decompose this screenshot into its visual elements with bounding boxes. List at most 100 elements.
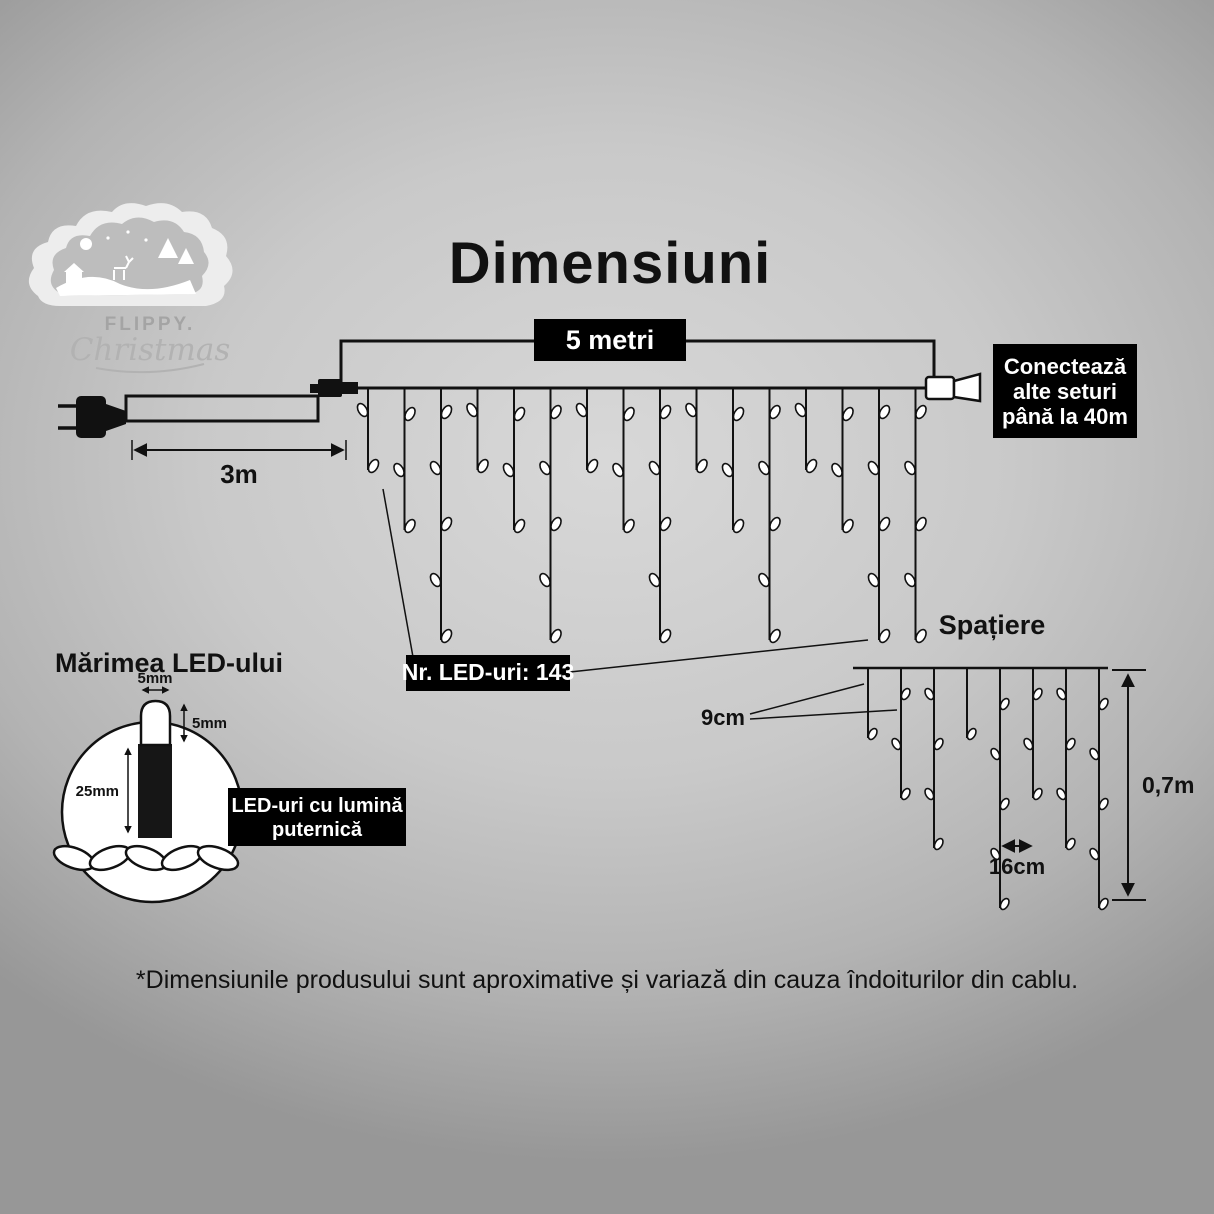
- logo-star: [144, 238, 148, 242]
- led-bulb: [1023, 737, 1034, 751]
- led-bulb: [367, 458, 380, 474]
- led-bulb: [915, 516, 927, 532]
- led-bulb: [696, 458, 708, 474]
- callout-line: [382, 488, 414, 658]
- led-bulb: [769, 628, 781, 644]
- led-bulb: [1056, 787, 1067, 801]
- led-bulb: [915, 404, 927, 420]
- led-bulb: [404, 518, 416, 534]
- led-bulb: [1065, 737, 1076, 751]
- led-bulb: [393, 462, 405, 478]
- led-bulb: [440, 404, 453, 420]
- power-plug-icon: [76, 396, 106, 438]
- inline-connector-icon: [310, 384, 320, 393]
- led-lens: [139, 699, 172, 747]
- led-bulb: [999, 797, 1010, 811]
- end-connector-icon: [924, 375, 956, 401]
- led-count-box: [406, 655, 570, 691]
- inline-connector-icon: [342, 382, 358, 394]
- main-wire-assembly: [310, 372, 982, 403]
- led-bulb: [904, 572, 916, 588]
- led-bulb: [769, 404, 781, 420]
- led-bulb: [924, 787, 935, 801]
- led-bulb: [1098, 897, 1109, 911]
- led-bulb: [900, 787, 911, 801]
- led-bulb: [575, 402, 588, 418]
- logo-scene-sky: [50, 217, 209, 296]
- led-bulb: [933, 837, 944, 851]
- led-bulb: [466, 402, 478, 418]
- led-bulb: [648, 572, 661, 588]
- spacing-section: Spațiere 9cm 16cm 0,7m: [701, 610, 1194, 911]
- lead-cable-loop: [124, 394, 320, 423]
- led-bulb: [429, 572, 442, 588]
- led-count-callout: Nr. LED-uri: 143: [382, 488, 869, 691]
- drop-height-label: 0,7m: [1142, 772, 1194, 798]
- logo-script-text: Christmas: [70, 332, 231, 368]
- end-connector-icon: [952, 372, 982, 403]
- logo-star: [106, 236, 110, 240]
- footnote: *Dimensiunile produsului sunt aproximati…: [136, 966, 1078, 994]
- logo-brand-text: FLIPPY.: [105, 314, 196, 335]
- led-bulb: [1032, 787, 1043, 801]
- logo-moon: [80, 238, 92, 250]
- twisted-cable: [52, 844, 240, 872]
- connect-note-box: [993, 344, 1137, 438]
- brand-logo: FLIPPY. Christmas: [28, 203, 233, 374]
- logo-snow-ground: [56, 276, 196, 296]
- led-note-line: puternică: [272, 819, 363, 841]
- led-bulb: [794, 402, 807, 418]
- led-bulb: [999, 697, 1010, 711]
- led-bulb: [867, 460, 880, 476]
- led-bulb: [732, 406, 745, 422]
- connect-note-line: până la 40m: [1002, 404, 1128, 429]
- led-bulb: [842, 518, 854, 534]
- led-bulb: [758, 572, 770, 588]
- drop-gap-line: [749, 683, 865, 715]
- led-bulb: [1098, 797, 1109, 811]
- led-bulb: [623, 518, 635, 534]
- led-bulb: [404, 406, 416, 422]
- led-bulb: [769, 516, 781, 532]
- led-bulb: [904, 460, 916, 476]
- led-bulb: [659, 628, 672, 644]
- led-bulb: [1089, 747, 1100, 761]
- connect-note-line: Conectează: [1004, 354, 1127, 379]
- power-lead: 3m: [58, 394, 347, 489]
- led-bulb: [648, 460, 661, 476]
- led-bulb: [612, 462, 624, 478]
- logo-house-roof: [64, 263, 84, 272]
- inline-connector-icon: [318, 379, 342, 397]
- led-bulb: [732, 518, 745, 534]
- led-bulb: [586, 458, 599, 474]
- led-bulb: [477, 458, 489, 474]
- led-bulb: [1089, 847, 1100, 861]
- callout-line: [569, 639, 869, 673]
- led-bulb: [878, 628, 891, 644]
- led-bulb: [891, 737, 902, 751]
- led-count-label: Nr. LED-uri: 143: [402, 659, 575, 685]
- led-bulb: [990, 747, 1001, 761]
- total-length-dimension: 5 metri: [339, 319, 936, 382]
- led-bulb: [867, 572, 880, 588]
- led-bulb: [539, 572, 551, 588]
- led-body: [138, 744, 172, 838]
- connect-note-line: alte seturi: [1013, 379, 1117, 404]
- logo-underline-swoosh: [95, 363, 205, 374]
- page-title: Dimensiuni: [449, 231, 772, 296]
- led-bulb: [831, 462, 843, 478]
- logo-reindeer: [113, 255, 134, 280]
- led-bulb: [990, 847, 1001, 861]
- main-light-curtain: [356, 388, 927, 644]
- total-length-box: [534, 319, 686, 361]
- led-bulb: [539, 460, 551, 476]
- led-bulb: [1056, 687, 1067, 701]
- drop-gap-label: 9cm: [701, 705, 745, 730]
- logo-tree: [178, 248, 194, 264]
- led-bulb: [878, 516, 891, 532]
- led-note-box: [228, 788, 406, 846]
- led-bulb: [842, 406, 854, 422]
- led-bulb: [659, 516, 672, 532]
